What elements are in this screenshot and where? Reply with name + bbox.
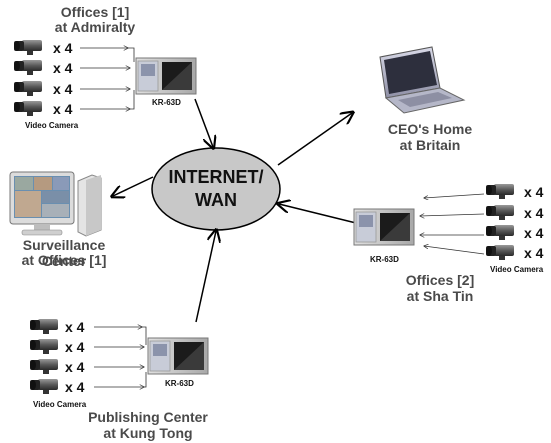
camera-label: Video Camera xyxy=(25,121,79,130)
kr-63d-recorder-icon xyxy=(353,208,415,246)
camera-count: x 4 xyxy=(53,40,73,56)
kungtong-site xyxy=(30,319,209,394)
video-camera-icon xyxy=(486,205,514,220)
camera-label: Video Camera xyxy=(33,400,87,409)
camera-label: Video Camera xyxy=(490,265,544,274)
kr-63d-recorder-icon xyxy=(135,57,197,95)
admiralty-title: Offices [1] xyxy=(60,4,130,20)
link-surveillance xyxy=(113,176,154,196)
video-camera-icon xyxy=(14,101,42,116)
shatin-site xyxy=(353,184,514,260)
shatin-title: Offices [2] xyxy=(405,272,475,288)
video-camera-icon xyxy=(30,379,58,394)
kungtong-subtitle: at Kung Tong xyxy=(103,425,193,441)
ceo-subtitle: at Britain xyxy=(399,137,461,153)
internet-label-line2: WAN xyxy=(195,190,237,210)
camera-count: x 4 xyxy=(53,101,73,117)
surveillance-title: Surveillance Center xyxy=(22,237,106,269)
video-camera-icon xyxy=(14,81,42,96)
camera-count: x 4 xyxy=(65,339,85,355)
admiralty-site xyxy=(14,40,197,116)
kr-63d-recorder-icon xyxy=(147,337,209,375)
surveillance-pc-icon xyxy=(9,171,102,237)
device-label: KR-63D xyxy=(152,98,181,107)
ceo-title: CEO's Home xyxy=(387,121,473,137)
camera-count: x 4 xyxy=(53,81,73,97)
camera-count: x 4 xyxy=(524,245,544,261)
video-camera-icon xyxy=(486,245,514,260)
internet-label-line1: INTERNET/ xyxy=(168,167,264,187)
video-camera-icon xyxy=(30,359,58,374)
camera-count: x 4 xyxy=(524,205,544,221)
camera-count: x 4 xyxy=(65,359,85,375)
video-camera-icon xyxy=(486,184,514,199)
laptop-icon xyxy=(379,46,466,114)
device-label: KR-63D xyxy=(370,255,399,264)
link-admiralty xyxy=(194,98,213,147)
kungtong-title: Publishing Center xyxy=(88,409,208,425)
camera-count: x 4 xyxy=(53,60,73,76)
video-camera-icon xyxy=(486,225,514,240)
link-ceo xyxy=(277,113,352,166)
video-camera-icon xyxy=(14,60,42,75)
link-shatin xyxy=(279,204,357,224)
camera-count: x 4 xyxy=(524,225,544,241)
shatin-subtitle: at Sha Tin xyxy=(406,288,474,304)
surveillance-subtitle: at Offices [1] xyxy=(21,252,107,268)
video-camera-icon xyxy=(30,339,58,354)
camera-count: x 4 xyxy=(65,319,85,335)
camera-count: x 4 xyxy=(524,184,544,200)
camera-count: x 4 xyxy=(65,379,85,395)
video-camera-icon xyxy=(30,319,58,334)
device-label: KR-63D xyxy=(165,379,194,388)
link-kungtong xyxy=(195,231,216,323)
admiralty-subtitle: at Admiralty xyxy=(54,19,136,35)
video-camera-icon xyxy=(14,40,42,55)
